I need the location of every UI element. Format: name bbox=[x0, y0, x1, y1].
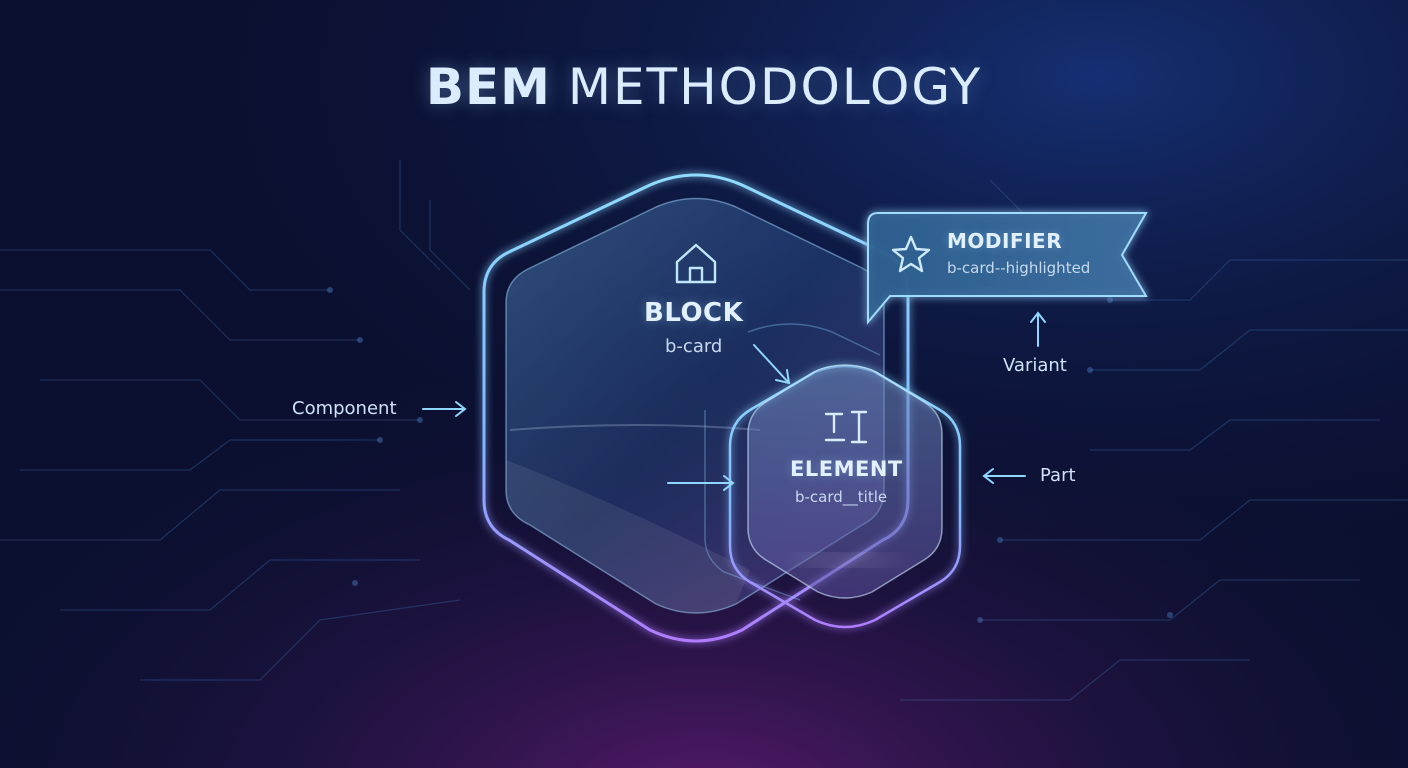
arrow-component bbox=[422, 401, 467, 417]
circuit-lines-left bbox=[0, 160, 471, 681]
arrow-into-element bbox=[667, 475, 735, 491]
annotation-part: Part bbox=[1040, 465, 1076, 486]
title-bold: BEM bbox=[425, 58, 551, 116]
annotation-component: Component bbox=[292, 398, 397, 419]
star-icon bbox=[891, 235, 931, 273]
element-heading: ELEMENT bbox=[790, 457, 903, 481]
element-nest-outline bbox=[704, 323, 881, 601]
arrow-block-to-element bbox=[753, 344, 791, 385]
text-cursor-icon bbox=[824, 410, 868, 444]
home-icon bbox=[675, 243, 717, 284]
annotation-variant: Variant bbox=[1003, 355, 1067, 376]
modifier-class-name: b-card--highlighted bbox=[947, 259, 1091, 277]
block-class-name: b-card bbox=[665, 336, 723, 357]
element-hexagon bbox=[728, 364, 962, 629]
modifier-ribbon bbox=[867, 212, 1148, 325]
element-class-name: b-card__title bbox=[795, 488, 888, 506]
arrow-variant bbox=[1030, 311, 1046, 347]
title-rest: METHODOLOGY bbox=[567, 58, 983, 116]
arrow-part bbox=[982, 468, 1026, 484]
page-title: BEM METHODOLOGY bbox=[0, 58, 1408, 116]
block-heading: BLOCK bbox=[644, 298, 744, 328]
modifier-heading: MODIFIER bbox=[947, 229, 1063, 253]
circuit-nodes bbox=[327, 287, 1173, 623]
